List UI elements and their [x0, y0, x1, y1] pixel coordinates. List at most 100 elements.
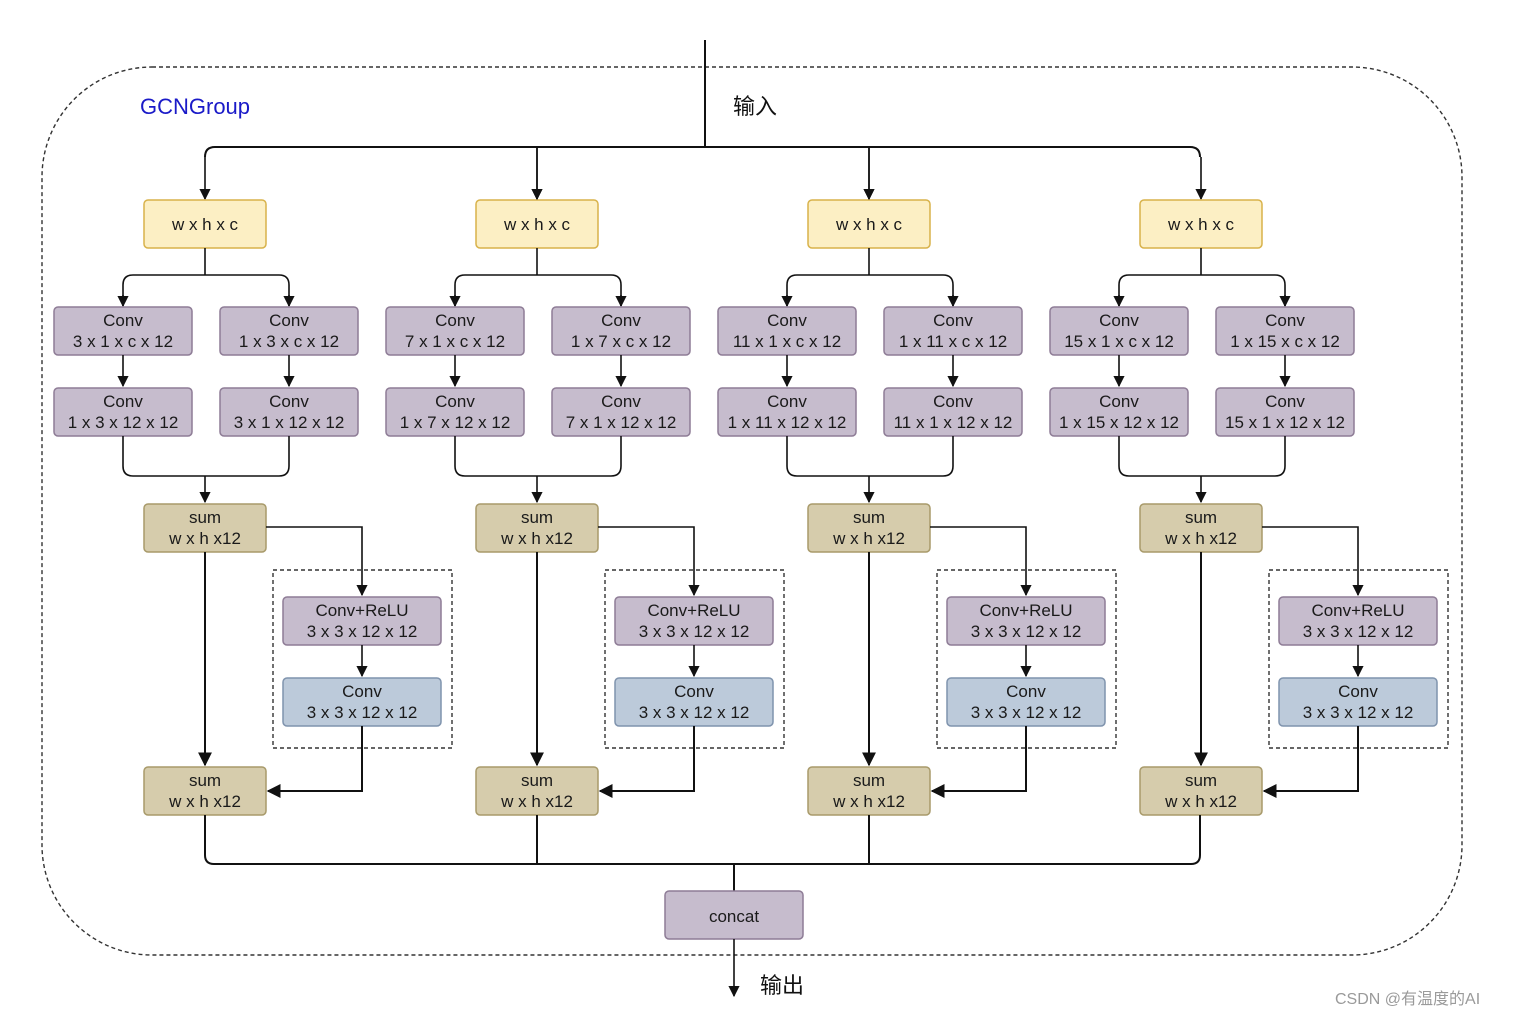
conv-right-a-4: Conv 1 x 15 x c x 12	[1215, 306, 1355, 356]
conv-right-a-4-spec: 1 x 15 x c x 12	[1230, 332, 1340, 351]
sum1-box-3-title: sum	[853, 508, 885, 527]
conv-left-a-2-spec: 7 x 1 x c x 12	[405, 332, 505, 351]
conv-right-a-2-spec: 1 x 7 x c x 12	[571, 332, 671, 351]
merge-bus-2	[454, 436, 622, 477]
input-bus	[204, 146, 1201, 158]
sum2-box-3-title: sum	[853, 771, 885, 790]
conv-out-box-4-title: Conv	[1338, 682, 1378, 701]
conv-right-b-2-spec: 7 x 1 x 12 x 12	[566, 413, 677, 432]
conv-out-box-2: Conv 3 x 3 x 12 x 12	[614, 677, 774, 727]
conv-right-b-2-title: Conv	[601, 392, 641, 411]
sum1-box-4-spec: w x h x12	[1164, 529, 1237, 548]
conv-relu-box-3-spec: 3 x 3 x 12 x 12	[971, 622, 1082, 641]
sum1-box-3-spec: w x h x12	[832, 529, 905, 548]
sum2-box-1-spec: w x h x12	[168, 792, 241, 811]
sum1-box-2: sum w x h x12	[475, 503, 599, 553]
residual-block-4	[1268, 569, 1449, 749]
conv-left-b-1-spec: 1 x 3 x 12 x 12	[68, 413, 179, 432]
conv-right-a-4-title: Conv	[1265, 311, 1305, 330]
sum2-box-3-spec: w x h x12	[832, 792, 905, 811]
input-box-3-label: w x h x c	[835, 215, 903, 234]
conv-right-b-3-title: Conv	[933, 392, 973, 411]
conv-left-b-1-title: Conv	[103, 392, 143, 411]
conv-right-a-1: Conv 1 x 3 x c x 12	[219, 306, 359, 356]
conv-relu-box-1-title: Conv+ReLU	[315, 601, 408, 620]
residual-out-3	[930, 726, 1027, 798]
conv-relu-box-4-title: Conv+ReLU	[1311, 601, 1404, 620]
conv-left-a-3-spec: 11 x 1 x c x 12	[733, 332, 841, 351]
residual-block-1	[272, 569, 453, 749]
sum2-box-2-title: sum	[521, 771, 553, 790]
residual-in-4	[1262, 526, 1364, 597]
residual-block-3	[936, 569, 1117, 749]
sum2-box-3: sum w x h x12	[807, 766, 931, 816]
conv-right-a-3-title: Conv	[933, 311, 973, 330]
conv-out-box-3-spec: 3 x 3 x 12 x 12	[971, 703, 1082, 722]
conv-right-b-1-spec: 3 x 1 x 12 x 12	[234, 413, 345, 432]
merge-bus-3	[786, 436, 954, 477]
conv-relu-box-4-spec: 3 x 3 x 12 x 12	[1303, 622, 1414, 641]
sum1-box-2-title: sum	[521, 508, 553, 527]
conv-left-a-1: Conv 3 x 1 x c x 12	[53, 306, 193, 356]
conv-right-a-1-title: Conv	[269, 311, 309, 330]
conv-left-a-3: Conv 11 x 1 x c x 12	[717, 306, 857, 356]
sum1-box-2-spec: w x h x12	[500, 529, 573, 548]
residual-out-4	[1262, 726, 1359, 798]
conv-left-b-2-title: Conv	[435, 392, 475, 411]
conv-relu-box-3-title: Conv+ReLU	[979, 601, 1072, 620]
conv-left-a-4-title: Conv	[1099, 311, 1139, 330]
conv-left-a-1-spec: 3 x 1 x c x 12	[73, 332, 173, 351]
sum1-box-1: sum w x h x12	[143, 503, 267, 553]
conv-relu-box-4: Conv+ReLU 3 x 3 x 12 x 12	[1278, 596, 1438, 646]
conv-right-b-1-title: Conv	[269, 392, 309, 411]
conv-relu-box-3: Conv+ReLU 3 x 3 x 12 x 12	[946, 596, 1106, 646]
conv-out-box-2-spec: 3 x 3 x 12 x 12	[639, 703, 750, 722]
conv-relu-box-2-title: Conv+ReLU	[647, 601, 740, 620]
conv-out-box-4-spec: 3 x 3 x 12 x 12	[1303, 703, 1414, 722]
branch-1: w x h x c Conv 3 x 1 x c x 12 Conv 1 x 3 x c…	[53, 157, 453, 816]
watermark: CSDN @有温度的AI	[1335, 990, 1480, 1008]
residual-out-1	[266, 726, 363, 798]
conv-left-b-3-spec: 1 x 11 x 12 x 12	[728, 413, 847, 432]
sum2-box-2-spec: w x h x12	[500, 792, 573, 811]
input-box-1-label: w x h x c	[171, 215, 239, 234]
conv-right-b-2: Conv 7 x 1 x 12 x 12	[551, 387, 691, 437]
residual-out-2	[598, 726, 695, 798]
residual-in-2	[598, 526, 700, 597]
residual-in-3	[930, 526, 1032, 597]
conv-left-b-1: Conv 1 x 3 x 12 x 12	[53, 387, 193, 437]
branches: w x h x c Conv 3 x 1 x c x 12 Conv 1 x 3 x c…	[53, 147, 1449, 864]
input-box-2-label: w x h x c	[503, 215, 571, 234]
sum2-box-4-spec: w x h x12	[1164, 792, 1237, 811]
input-box-4: w x h x c	[1139, 199, 1263, 249]
concat-label: concat	[709, 907, 759, 926]
merge-bus-4	[1118, 436, 1286, 477]
conv-left-a-3-title: Conv	[767, 311, 807, 330]
conv-out-box-2-title: Conv	[674, 682, 714, 701]
conv-left-b-3-title: Conv	[767, 392, 807, 411]
conv-left-b-2-spec: 1 x 7 x 12 x 12	[400, 413, 511, 432]
conv-left-a-2-title: Conv	[435, 311, 475, 330]
concat-node: concat	[664, 890, 804, 940]
conv-left-a-1-title: Conv	[103, 311, 143, 330]
sum1-box-1-title: sum	[189, 508, 221, 527]
conv-right-a-1-spec: 1 x 3 x c x 12	[239, 332, 339, 351]
conv-out-box-1-title: Conv	[342, 682, 382, 701]
conv-right-b-4-title: Conv	[1265, 392, 1305, 411]
sum1-box-1-spec: w x h x12	[168, 529, 241, 548]
output-label: 输出	[760, 973, 804, 998]
input-label: 输入	[733, 94, 777, 119]
